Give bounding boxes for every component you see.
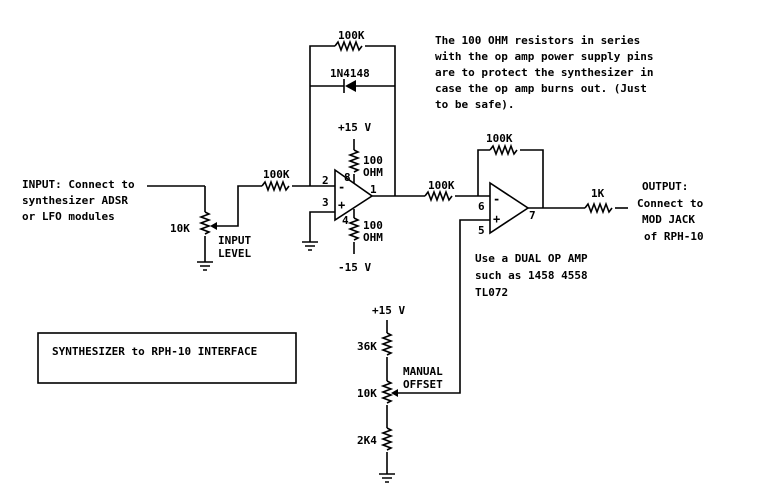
supply-label: +15 V bbox=[372, 304, 405, 317]
opamp-note-line: such as 1458 4558 bbox=[475, 269, 588, 282]
diagram-title: SYNTHESIZER to RPH-10 INTERFACE bbox=[52, 345, 257, 358]
opamp-note-line: TL072 bbox=[475, 286, 508, 299]
noninverting-sign: + bbox=[493, 212, 500, 226]
note-line: with the op amp power supply pins bbox=[435, 50, 654, 63]
pin-number: 7 bbox=[529, 209, 536, 222]
resistor-zigzag bbox=[380, 427, 394, 451]
resistor-value: 100 bbox=[363, 219, 383, 232]
wire bbox=[477, 149, 490, 196]
input-resistor-100k: 100K bbox=[261, 168, 335, 193]
opamp-note-line: Use a DUAL OP AMP bbox=[475, 252, 588, 265]
pot-value: 10K bbox=[357, 387, 377, 400]
supply-label: +15 V bbox=[338, 121, 371, 134]
title-box: SYNTHESIZER to RPH-10 INTERFACE bbox=[37, 332, 297, 384]
protection-note: The 100 OHM resistors in series with the… bbox=[435, 34, 654, 111]
resistor-zigzag bbox=[380, 380, 394, 404]
resistor-zigzag bbox=[334, 39, 363, 53]
pin-number: 5 bbox=[478, 224, 485, 237]
resistor-zigzag bbox=[489, 143, 518, 157]
pin-number: 4 bbox=[342, 214, 349, 227]
wire bbox=[520, 149, 544, 208]
resistor-value: 2K4 bbox=[357, 434, 377, 447]
feedback-network-2: 100K bbox=[477, 132, 544, 208]
output-resistor-1k: 1K bbox=[584, 187, 628, 215]
wiper-arrow-icon bbox=[391, 389, 398, 397]
note-line: case the op amp burns out. (Just bbox=[435, 82, 647, 95]
op-amp-2: - + 6 5 7 bbox=[395, 181, 585, 394]
resistor-value: 36K bbox=[357, 340, 377, 353]
input-line: INPUT: Connect to bbox=[22, 178, 135, 191]
op-amp-triangle bbox=[489, 181, 530, 235]
feedback-network-1: 100K 1N4148 bbox=[309, 29, 396, 196]
resistor-value: 100K bbox=[263, 168, 290, 181]
resistor-zigzag bbox=[198, 211, 212, 235]
wire bbox=[395, 219, 490, 394]
inverting-sign: - bbox=[493, 192, 500, 206]
diode-icon bbox=[343, 79, 356, 93]
stage2-resistor-100k: 100K bbox=[424, 179, 490, 203]
wiper-arrow-icon bbox=[210, 222, 217, 230]
output-label: OUTPUT: Connect to MOD JACK of RPH-10 bbox=[637, 180, 704, 243]
resistor-value: 100K bbox=[486, 132, 513, 145]
resistor-value: 100K bbox=[338, 29, 365, 42]
ground-icon bbox=[379, 473, 395, 483]
pin-number: 1 bbox=[370, 183, 377, 196]
resistor-zigzag bbox=[424, 189, 453, 203]
resistor-value: 100K bbox=[428, 179, 455, 192]
inverting-sign: - bbox=[338, 180, 345, 194]
pin-number: 6 bbox=[478, 200, 485, 213]
pot-value: 10K bbox=[170, 222, 190, 235]
output-line: Connect to bbox=[637, 197, 704, 210]
pin-number: 3 bbox=[322, 196, 329, 209]
diode-label: 1N4148 bbox=[330, 67, 370, 80]
resistor-zigzag bbox=[347, 149, 361, 173]
ground-icon bbox=[302, 241, 318, 251]
note-line: to be safe). bbox=[435, 98, 514, 111]
pot-label: MANUAL bbox=[403, 365, 443, 378]
resistor-zigzag bbox=[261, 179, 290, 193]
offset-network: +15 V 36K 10K MANUAL OFFSET 2K4 bbox=[357, 304, 443, 483]
title-frame bbox=[37, 332, 297, 384]
pin-number: 2 bbox=[322, 174, 329, 187]
wire bbox=[365, 45, 396, 196]
wire bbox=[309, 45, 335, 186]
ground-icon bbox=[197, 261, 213, 271]
resistor-value: OHM bbox=[363, 166, 383, 179]
resistor-value: 1K bbox=[591, 187, 605, 200]
output-line: OUTPUT: bbox=[642, 180, 688, 193]
note-line: are to protect the synthesizer in bbox=[435, 66, 654, 79]
op-amp-1: - + 2 3 1 8 4 +15 V 100 OHM -15 V 100 OH… bbox=[302, 121, 425, 274]
pot-label: OFFSET bbox=[403, 378, 443, 391]
resistor-zigzag bbox=[584, 201, 613, 215]
pot-label: INPUT bbox=[218, 234, 251, 247]
output-line: of RPH-10 bbox=[644, 230, 704, 243]
input-label: INPUT: Connect to synthesizer ADSR or LF… bbox=[22, 178, 135, 223]
resistor-zigzag bbox=[347, 217, 361, 241]
pin-number: 8 bbox=[344, 171, 351, 184]
wire bbox=[309, 211, 335, 242]
supply-label: -15 V bbox=[338, 261, 371, 274]
input-line: synthesizer ADSR bbox=[22, 194, 128, 207]
resistor-value: OHM bbox=[363, 231, 383, 244]
input-line: or LFO modules bbox=[22, 210, 115, 223]
pot-label: LEVEL bbox=[218, 247, 251, 260]
output-line: MOD JACK bbox=[642, 213, 695, 226]
wiper-wire bbox=[212, 185, 262, 227]
input-level-pot: 10K INPUT LEVEL bbox=[147, 185, 262, 271]
resistor-zigzag bbox=[380, 332, 394, 356]
note-line: The 100 OHM resistors in series bbox=[435, 34, 640, 47]
opamp-note: Use a DUAL OP AMP such as 1458 4558 TL07… bbox=[475, 252, 588, 299]
resistor-value: 100 bbox=[363, 154, 383, 167]
noninverting-sign: + bbox=[338, 198, 345, 212]
